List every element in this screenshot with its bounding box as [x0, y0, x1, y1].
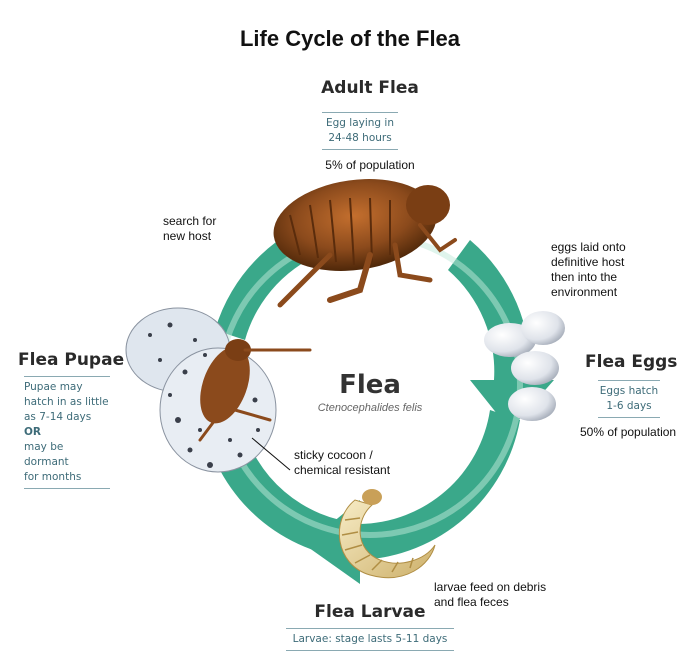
flea-eggs-title: Flea Eggs	[585, 352, 678, 372]
center-flea-label: Flea	[339, 370, 401, 400]
flea-pupae-title: Flea Pupae	[18, 350, 125, 370]
flea-pupae-info: Pupae may hatch in as little as 7-14 day…	[24, 376, 110, 489]
adult-population: 5% of population	[325, 158, 415, 172]
cocoon-pointer-line	[251, 437, 291, 471]
eggs-population: 50% of population	[580, 425, 677, 439]
adult-flea-info: Egg laying in 24-48 hours	[322, 112, 398, 150]
adult-flea-illustration	[273, 178, 457, 308]
larvae-note: larvae feed on debris and flea feces	[434, 580, 547, 609]
flea-larvae-info: Larvae: stage lasts 5-11 days	[286, 628, 454, 651]
flea-eggs-illustration	[484, 311, 565, 421]
adult-note: search for new host	[163, 214, 217, 243]
eggs-note: eggs laid onto definitive host then into…	[551, 240, 626, 299]
flea-pupae-illustration	[125, 307, 312, 473]
pupae-note: sticky cocoon / chemical resistant	[294, 448, 391, 477]
species-name: Ctenocephalides felis	[317, 402, 423, 414]
flea-eggs-info: Eggs hatch 1-6 days	[598, 380, 660, 418]
page-title: Life Cycle of the Flea	[239, 26, 461, 51]
adult-flea-title: Adult Flea	[321, 78, 419, 98]
flea-larvae-title: Flea Larvae	[314, 602, 426, 622]
flea-larva-illustration	[339, 489, 436, 579]
